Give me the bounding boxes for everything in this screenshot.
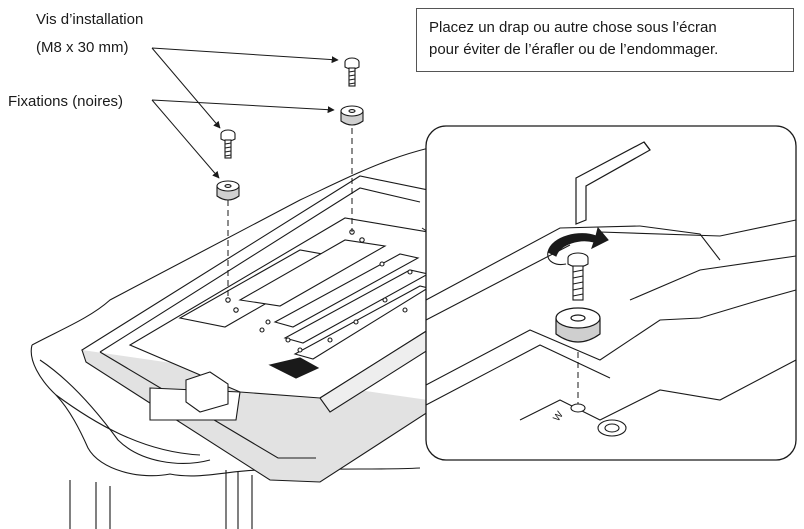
display-panel — [80, 175, 430, 483]
rotation-arrow-icon — [547, 226, 609, 266]
detail-inset: W — [421, 125, 797, 461]
fixings-label-text: Fixations (noires) — [8, 93, 124, 110]
hex-key-icon — [575, 141, 651, 225]
leader-lines — [151, 47, 339, 179]
fixing-right — [340, 105, 364, 126]
note-line1: Placez un drap ou autre chose sous l’écr… — [429, 19, 717, 36]
screw-right — [344, 57, 360, 87]
screw-label-line1: Vis d’installation — [36, 11, 144, 28]
screw-left — [220, 129, 236, 159]
detail-screw — [567, 252, 589, 301]
guide-lines — [227, 128, 353, 300]
note-line2: pour éviter de l’érafler ou de l’endomma… — [429, 41, 719, 58]
instruction-note: Placez un drap ou autre chose sous l’écr… — [416, 8, 794, 72]
screw-label: Vis d’installation (M8 x 30 mm) — [36, 10, 143, 58]
detail-fixing — [555, 307, 601, 343]
screw-label-line2: (M8 x 30 mm) — [36, 39, 129, 56]
fixings-label: Fixations (noires) — [8, 92, 123, 112]
fixing-left — [216, 180, 240, 201]
